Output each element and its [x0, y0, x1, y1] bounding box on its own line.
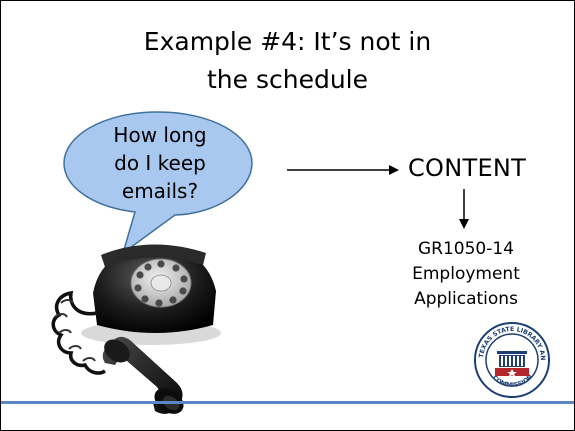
- record-series: GR1050-14 Employment Applications: [396, 237, 536, 312]
- record-line-3: Applications: [414, 289, 518, 309]
- record-line-1: GR1050-14: [417, 239, 514, 259]
- title-line-1: Example #4: It’s not in: [143, 27, 432, 56]
- title-line-2: the schedule: [206, 65, 368, 94]
- bubble-line-3: emails?: [121, 179, 199, 203]
- commission-seal-icon: TEXAS STATE LIBRARY AND ARCHIVES COMMISS…: [473, 321, 550, 398]
- record-line-2: Employment: [412, 264, 520, 284]
- content-label: CONTENT: [408, 154, 527, 182]
- arrow-right-icon: [287, 165, 399, 175]
- bubble-line-1: How long: [113, 123, 207, 147]
- slide-title: Example #4: It’s not in the schedule: [101, 23, 474, 99]
- arrow-down-icon: [459, 189, 469, 229]
- bubble-question: How long do I keep emails?: [91, 121, 229, 205]
- bubble-line-2: do I keep: [114, 151, 206, 175]
- rotary-phone-icon: [51, 244, 221, 414]
- footer-rule: [1, 401, 574, 404]
